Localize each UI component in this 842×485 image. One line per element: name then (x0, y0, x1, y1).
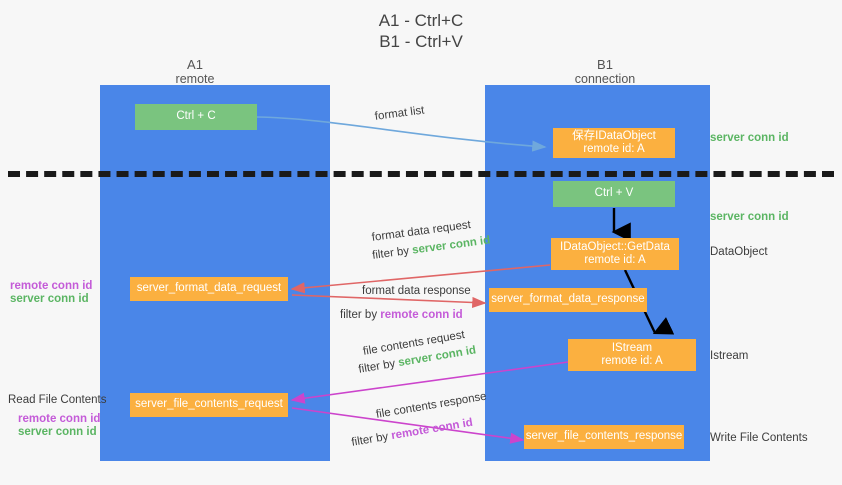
label-remote-conn-id-1: remote conn id (10, 280, 93, 292)
arrow-format-data-response (291, 294, 487, 309)
box-server-file-contents-request-label: server_file_contents_request (135, 398, 283, 411)
box-ctrl-v[interactable]: Ctrl + V (553, 181, 675, 207)
label-istream: Istream (710, 350, 749, 362)
label-write-file-contents: Write File Contents (710, 432, 808, 444)
label-format-data-response-filter: filter by remote conn id (340, 305, 463, 323)
column-header-a1: A1 remote (130, 57, 260, 87)
label-server-conn-id-top: server conn id (710, 132, 789, 144)
filter-prefix: filter by (340, 309, 381, 321)
arrow-file-contents-response (291, 407, 525, 444)
box-getdata-line2: remote id: A (584, 254, 646, 266)
arrow-file-contents-request (290, 361, 569, 404)
arrow-format-list (256, 116, 547, 152)
box-getdata[interactable]: IDataObject::GetData remote id: A (551, 238, 679, 270)
box-server-format-data-request-label: server_format_data_request (136, 282, 282, 295)
title-line-1: A1 - Ctrl+C (378, 11, 464, 30)
title-line-2: B1 - Ctrl+V (379, 32, 463, 51)
column-a1-sub: remote (175, 72, 215, 86)
column-a1-name: A1 (187, 57, 203, 72)
page-title: A1 - Ctrl+C B1 - Ctrl+V (0, 10, 842, 52)
label-server-conn-id-1: server conn id (10, 293, 89, 305)
box-server-file-contents-response-label: server_file_contents_response (525, 430, 683, 443)
column-b1-sub: connection (574, 72, 636, 86)
label-format-data-response: format data response (362, 285, 471, 297)
label-dataobject: DataObject (710, 246, 768, 258)
box-save-idataobject[interactable]: 保存IDataObject remote id: A (553, 128, 675, 158)
box-save-idataobject-line1: 保存IDataObject (572, 129, 656, 142)
column-b1-name: B1 (597, 57, 613, 72)
phase-divider (8, 171, 834, 177)
box-getdata-line1: IDataObject::GetData (560, 240, 670, 253)
box-server-format-data-response[interactable]: server_format_data_response (489, 288, 647, 312)
filter-key-remote-conn-id: remote conn id (380, 309, 463, 321)
column-header-b1: B1 connection (540, 57, 670, 87)
box-ctrl-c-label: Ctrl + C (176, 110, 216, 123)
box-istream-line1: IStream (611, 341, 653, 354)
box-ctrl-v-label: Ctrl + V (594, 187, 634, 200)
label-remote-conn-id-2: remote conn id (18, 413, 101, 425)
box-istream-line2: remote id: A (601, 355, 663, 367)
box-server-format-data-response-label: server_format_data_response (491, 293, 645, 306)
label-server-conn-id-mid: server conn id (710, 211, 789, 223)
box-server-file-contents-response[interactable]: server_file_contents_response (524, 425, 684, 449)
label-server-conn-id-2: server conn id (18, 426, 97, 438)
box-save-idataobject-line2: remote id: A (583, 143, 645, 155)
box-server-format-data-request[interactable]: server_format_data_request (130, 277, 288, 301)
label-read-file-contents: Read File Contents (8, 394, 107, 406)
filter-prefix: filter by (371, 244, 414, 262)
arrow-format-data-request (290, 264, 551, 294)
box-istream[interactable]: IStream remote id: A (568, 339, 696, 371)
box-server-file-contents-request[interactable]: server_file_contents_request (130, 393, 288, 417)
box-ctrl-c[interactable]: Ctrl + C (135, 104, 257, 130)
